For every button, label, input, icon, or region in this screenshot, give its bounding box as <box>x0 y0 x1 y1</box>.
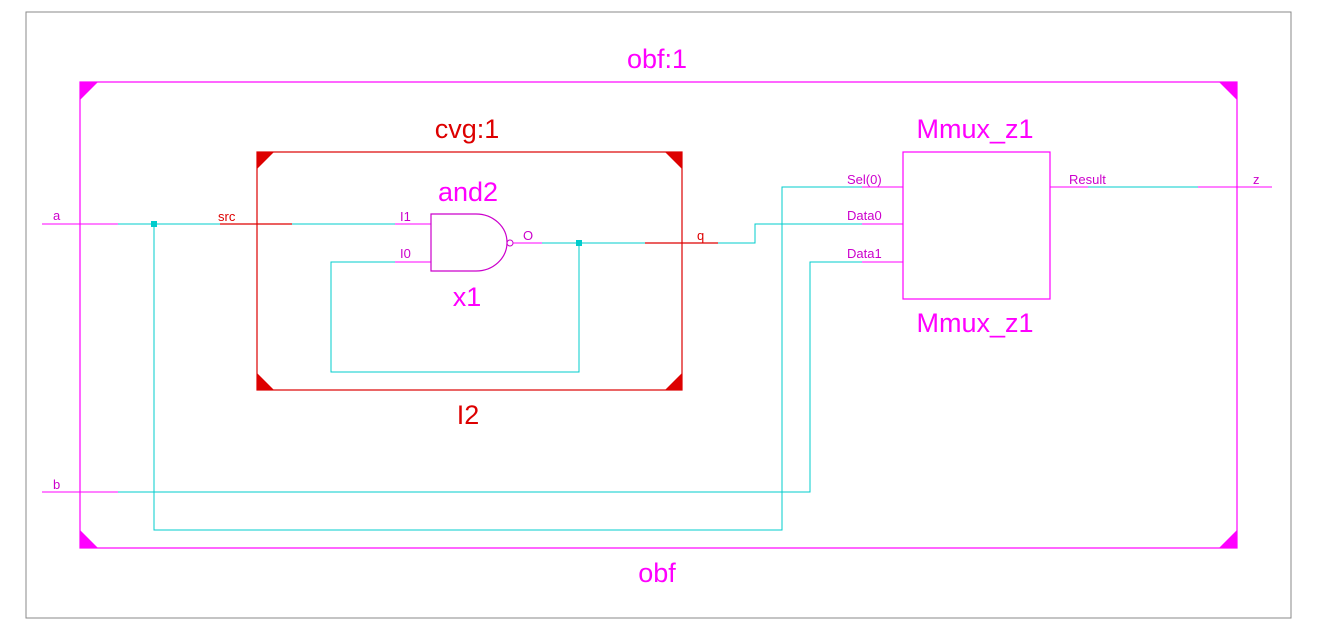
and2-gate[interactable] <box>430 213 514 272</box>
page-frame <box>25 11 1292 619</box>
net-q-to-data0[interactable] <box>718 223 862 244</box>
port-z-label: z <box>1253 172 1260 187</box>
and2-gate-body <box>430 213 508 272</box>
inner-block-cvg[interactable] <box>256 151 683 391</box>
inner-block-border <box>256 151 683 391</box>
pin-sel-label: Sel(0) <box>847 172 882 187</box>
inner-corner-bl <box>257 373 274 390</box>
outer-block-obf[interactable] <box>79 81 1238 549</box>
inner-corner-tr <box>665 152 682 169</box>
net-b[interactable] <box>118 261 862 493</box>
inner-corner-br <box>665 373 682 390</box>
outer-corner-bl <box>80 530 98 548</box>
outer-block-border <box>79 81 1238 549</box>
mux-title: Mmux_z1 <box>916 114 1033 144</box>
nets <box>118 186 1198 531</box>
mux-box[interactable] <box>902 151 1051 300</box>
pin-result-label: Result <box>1069 172 1106 187</box>
junction-dot-a <box>151 221 157 227</box>
outer-block-name: obf <box>638 558 676 588</box>
inner-block-name: I2 <box>457 400 480 430</box>
net-a-loop[interactable] <box>153 186 862 531</box>
and2-output-bubble <box>506 239 514 247</box>
gate-instance-label: x1 <box>453 282 482 312</box>
port-src-label: src <box>218 209 236 224</box>
pin-stubs <box>42 186 1272 493</box>
pin-data1-label: Data1 <box>847 246 882 261</box>
port-b-label: b <box>53 477 60 492</box>
inner-port-stubs <box>220 223 718 244</box>
port-a-label: a <box>53 208 61 223</box>
outer-corner-br <box>1219 530 1237 548</box>
junction-dot-o <box>576 240 582 246</box>
outer-block-title: obf:1 <box>627 44 687 74</box>
inner-corner-tl <box>257 152 274 169</box>
gate-type-label: and2 <box>438 177 498 207</box>
port-q-label: q <box>697 228 704 243</box>
net-feedback[interactable] <box>330 243 580 373</box>
pin-i1-label: I1 <box>400 209 411 224</box>
inner-block-title: cvg:1 <box>435 114 500 144</box>
outer-corner-tr <box>1219 82 1237 100</box>
pin-i0-label: I0 <box>400 246 411 261</box>
outer-corner-tl <box>80 82 98 100</box>
mux-name: Mmux_z1 <box>916 308 1033 338</box>
pin-o-label: O <box>523 228 533 243</box>
pin-data0-label: Data0 <box>847 208 882 223</box>
